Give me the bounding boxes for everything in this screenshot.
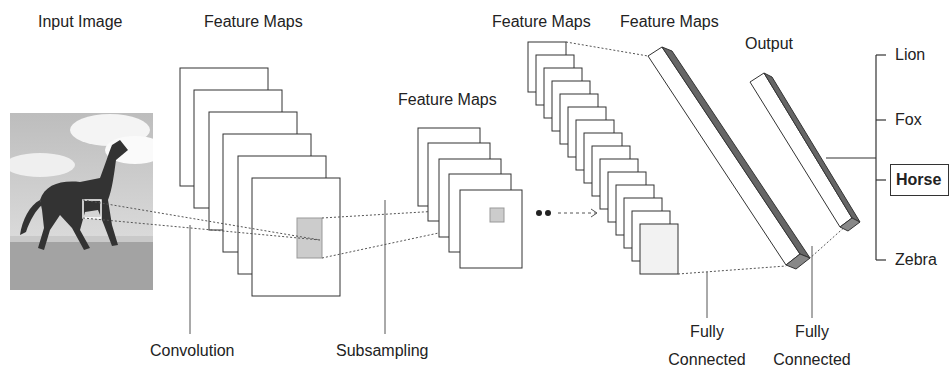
feature-map-stack <box>528 42 678 274</box>
photo-cloud <box>10 153 75 177</box>
connection-line <box>566 42 648 56</box>
fc-bar-side <box>662 47 810 258</box>
leader-line <box>707 272 708 318</box>
layer-label: Convolution <box>150 341 235 360</box>
class-label: Lion <box>895 45 925 64</box>
map-patch <box>490 208 504 222</box>
feature-map <box>252 178 340 296</box>
bracket-spine <box>875 55 876 260</box>
output-bar-side <box>764 73 860 222</box>
bracket-tick <box>876 179 886 180</box>
leader-line <box>385 200 386 334</box>
receptive-field <box>83 200 101 218</box>
arrow-head <box>591 209 597 217</box>
stack-heading: Feature Maps <box>492 12 591 31</box>
class-bracket <box>826 55 886 260</box>
bracket-tick <box>876 119 886 120</box>
horse-tail <box>20 200 42 235</box>
image-heading: Input Image <box>38 12 123 31</box>
feature-map-stack <box>180 68 340 296</box>
bracket-tick <box>876 259 886 260</box>
input-photo <box>10 113 153 290</box>
leader-lines <box>190 200 812 334</box>
feature-map <box>640 224 678 274</box>
projection-line <box>83 200 320 240</box>
dotted-arrow <box>558 213 596 214</box>
projection-line <box>83 218 320 240</box>
output-bar <box>750 73 852 227</box>
layer-label: Subsampling <box>336 341 429 360</box>
leader-line <box>190 225 191 334</box>
ellipsis-dot <box>536 210 542 216</box>
feature-map-stack <box>418 128 522 268</box>
photo-ground <box>10 238 153 290</box>
stack-heading: Feature Maps <box>204 12 303 31</box>
class-label: Zebra <box>895 250 937 269</box>
class-label: Fox <box>895 110 922 129</box>
fc-bar <box>648 47 800 265</box>
layer-label: Fully Connected <box>664 318 750 374</box>
output-heading: Output <box>745 34 793 53</box>
stack-heading: Feature Maps <box>398 90 497 109</box>
ellipsis-dot <box>545 210 551 216</box>
stack-heading: Feature Maps <box>620 12 719 31</box>
leader-line <box>812 246 813 318</box>
connection-line <box>678 266 786 274</box>
fc-bar-end <box>786 254 810 269</box>
selected-class-box: Horse <box>890 164 949 196</box>
feature-map <box>460 190 522 268</box>
bracket-tick <box>876 54 886 55</box>
bracket-stem <box>826 157 876 158</box>
connection-line <box>809 224 848 259</box>
class-label: Horse <box>896 170 941 189</box>
layer-label: Fully Connected <box>769 318 855 374</box>
output-bar-end <box>840 218 860 231</box>
horse-silhouette <box>38 140 128 250</box>
